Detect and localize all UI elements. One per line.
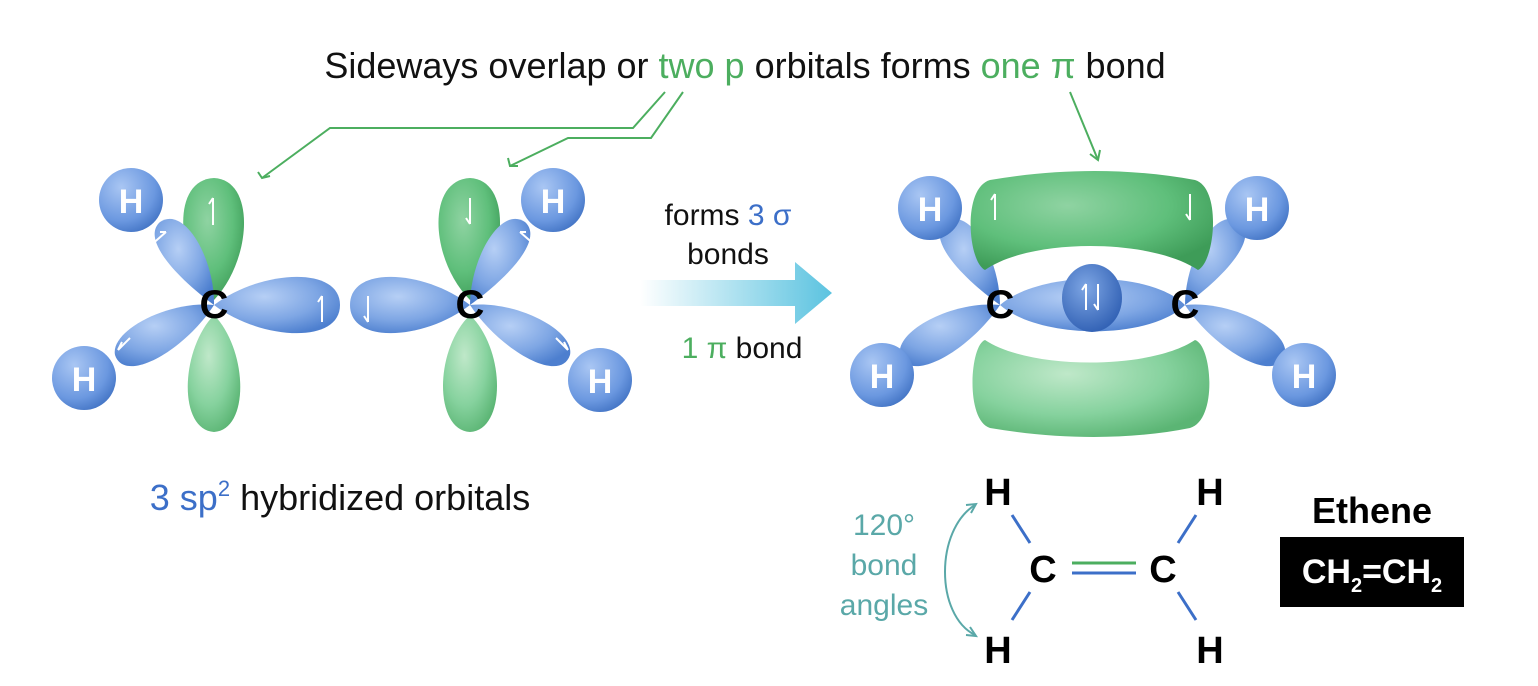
sp2-lobe-upper-left — [154, 218, 215, 305]
hydrogen-atom — [1225, 176, 1289, 240]
carbon-label: C — [1171, 283, 1200, 327]
title-text: Sideways overlap or two p orbitals forms… — [324, 45, 1165, 86]
carbon-label: C — [986, 283, 1015, 327]
pointer-pi-bond — [1069, 91, 1099, 161]
ethene-orbital-model: H H H H C C — [850, 171, 1336, 437]
left-carbon-sp2: H H C — [52, 168, 340, 432]
electron-up-arrow — [990, 193, 996, 220]
angle-label-line2: bond — [851, 549, 918, 582]
right-carbon-sp2: H H C — [350, 168, 632, 432]
electron-down-arrow — [1185, 194, 1191, 221]
carbon-label: C — [1149, 549, 1176, 591]
angle-label-line3: angles — [840, 589, 928, 622]
sigma-bonds — [1010, 514, 1198, 621]
electron-up-arrow — [208, 197, 214, 225]
sp2-lobe — [939, 218, 1000, 305]
p-orbital-lower-lobe — [187, 315, 241, 432]
hydrogen-atom — [521, 168, 585, 232]
electron-arrow — [555, 337, 569, 351]
pointer-left-p — [261, 91, 666, 179]
electron-down-arrow — [363, 296, 369, 323]
hydrogen-label: H — [1292, 358, 1317, 396]
pi-bond-upper-lobe — [970, 171, 1214, 270]
carbon-label: C — [200, 283, 229, 327]
hydrogen-label: H — [870, 358, 895, 396]
reaction-arrow — [640, 262, 832, 324]
sp2-lobe — [1185, 304, 1286, 367]
hydrogen-label: H — [72, 361, 97, 399]
formula-box — [1280, 537, 1464, 607]
hydrogen-label: H — [119, 183, 144, 221]
compound-name: Ethene — [1312, 490, 1432, 531]
hydrogen-atom — [52, 346, 116, 410]
electron-up-arrow — [317, 295, 323, 322]
hydrogen-label: H — [984, 630, 1011, 672]
hydrogen-atom — [568, 348, 632, 412]
hydrogen-atom — [99, 168, 163, 232]
sp2-lobe-lower-left — [114, 304, 214, 367]
sp2-lobe-left — [350, 276, 470, 334]
sp2-lobe-lower-right — [470, 304, 571, 367]
bond-angle-arc — [944, 504, 976, 636]
electron-arrow — [149, 231, 167, 247]
electron-arrow — [117, 337, 131, 351]
arrow-label-pi: 1 π bond — [682, 332, 803, 365]
hydrogen-label: H — [541, 183, 566, 221]
sp2-lobe-right — [214, 276, 340, 334]
carbon-label: C — [456, 283, 485, 327]
sp2-lobe-upper-right — [470, 218, 531, 305]
condensed-formula: CH2=CH2 — [1302, 553, 1442, 597]
hydrogen-label: H — [1196, 472, 1223, 514]
pointer-right-p — [509, 91, 684, 167]
sigma-electron-pair — [1062, 264, 1122, 332]
carbon-label: C — [1029, 549, 1056, 591]
hydrogen-label: H — [984, 472, 1011, 514]
arrow-label-bonds: bonds — [687, 238, 769, 271]
hydrogen-atom — [850, 343, 914, 407]
hydrogen-label: H — [1196, 630, 1223, 672]
sp2-lobe — [1185, 218, 1246, 305]
hydrogen-label: H — [1245, 191, 1270, 229]
p-orbital-lower-lobe — [443, 315, 497, 432]
pi-bond-lower-lobe — [972, 340, 1210, 437]
title-pointer-arrows — [257, 91, 1101, 180]
hydrogen-label: H — [588, 363, 613, 401]
sp2-lobe — [899, 304, 1000, 367]
hydrogen-atom — [1272, 343, 1336, 407]
arrow-label-sigma: forms 3 σ — [665, 199, 792, 232]
hybridized-orbitals-label: 3 sp2 hybridized orbitals — [150, 476, 530, 518]
angle-label-line1: 120° — [853, 509, 915, 542]
hydrogen-label: H — [918, 191, 943, 229]
electron-arrow — [519, 231, 537, 247]
electron-down-arrow — [1093, 284, 1099, 311]
electron-up-arrow — [1081, 283, 1087, 310]
electron-down-arrow — [465, 198, 471, 225]
ethene-structural-formula: H H H H C C — [944, 472, 1224, 672]
hydrogen-atom — [898, 176, 962, 240]
